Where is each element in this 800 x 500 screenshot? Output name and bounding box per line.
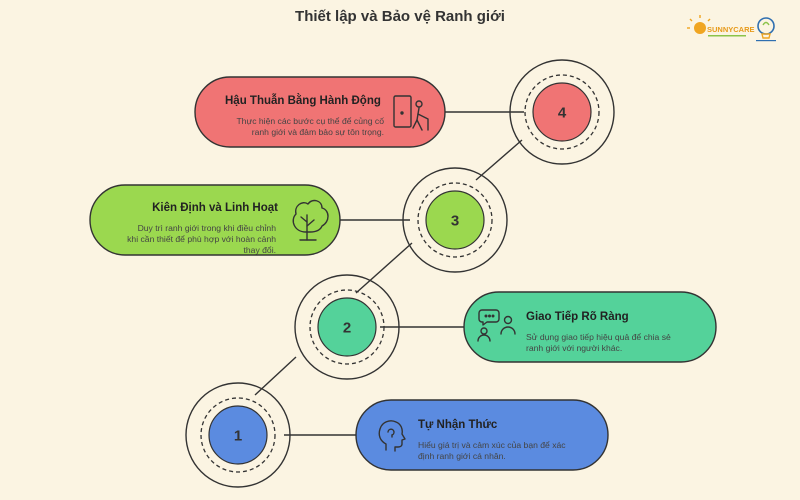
step-4: 4 Hậu Thuẫn Bằng Hành Động Thực hiện các… <box>194 59 615 165</box>
step-3-number: 3 <box>451 213 459 230</box>
person-at-door-icon <box>393 95 429 131</box>
step-2-dashed-ring <box>309 289 385 365</box>
step-2-desc-line-1: Sử dụng giao tiếp hiệu quả để chia sẻ <box>526 332 671 342</box>
self-reflection-head-icon <box>378 420 406 452</box>
step-4-dashed-ring <box>524 74 600 150</box>
step-2-outer-ring <box>294 274 400 380</box>
step-2-card <box>463 291 717 363</box>
step-4-card <box>194 76 446 148</box>
step-3-card <box>89 184 341 256</box>
step-4-number: 4 <box>558 105 567 122</box>
step-3-dashed-ring <box>417 182 493 258</box>
step-1-desc-line-2: định ranh giới cá nhân. <box>418 451 506 461</box>
step-3-outer-ring <box>402 167 508 273</box>
step-4-desc-line-1: Thực hiện các bước cụ thể để củng cố <box>236 116 384 126</box>
step-4-badge <box>532 82 592 142</box>
sunnycare-logo: SUNNYCARE <box>687 15 755 37</box>
step-3-title: Kiên Định và Linh Hoạt <box>152 202 278 214</box>
brand-name: SUNNYCARE <box>707 25 755 34</box>
step-1-card <box>355 399 609 471</box>
step-1-dashed-ring <box>200 397 276 473</box>
step-1: 1 Tự Nhận Thức Hiểu giá trị và cảm xúc c… <box>185 382 609 488</box>
step-2-title: Giao Tiếp Rõ Ràng <box>526 311 629 323</box>
people-talking-icon <box>477 309 516 342</box>
step-1-desc-line-1: Hiểu giá trị và cảm xúc của bạn để xác <box>418 440 566 450</box>
step-3-desc-line-2: khi cần thiết để phù hợp với hoàn cảnh <box>127 234 276 244</box>
step-2: 2 Giao Tiếp Rõ Ràng Sử dụng giao tiếp hi… <box>294 274 717 380</box>
step-1-title: Tự Nhận Thức <box>418 419 498 431</box>
page-title: Thiết lập và Bảo vệ Ranh giới <box>295 8 505 25</box>
step-1-outer-ring <box>185 382 291 488</box>
step-connectors <box>254 111 524 436</box>
step-3: 3 Kiên Định và Linh Hoạt Duy trì ranh gi… <box>89 167 508 273</box>
step-2-number: 2 <box>343 320 351 337</box>
step-4-desc-line-2: ranh giới và đảm bảo sự tôn trọng. <box>252 127 384 137</box>
sun-icon <box>687 15 711 34</box>
step-1-badge <box>208 405 268 465</box>
lightbulb-logo-icon <box>756 17 776 42</box>
step-1-number: 1 <box>234 428 242 445</box>
step-2-badge <box>317 297 377 357</box>
tree-icon <box>292 199 329 241</box>
step-2-desc-line-2: ranh giới với người khác. <box>526 343 622 353</box>
step-3-desc-line-1: Duy trì ranh giới trong khi điều chỉnh <box>138 223 277 233</box>
step-3-desc-line-3: thay đổi. <box>244 245 277 255</box>
step-4-outer-ring <box>509 59 615 165</box>
step-4-title: Hậu Thuẫn Bằng Hành Động <box>225 94 381 107</box>
step-3-badge <box>425 190 485 250</box>
